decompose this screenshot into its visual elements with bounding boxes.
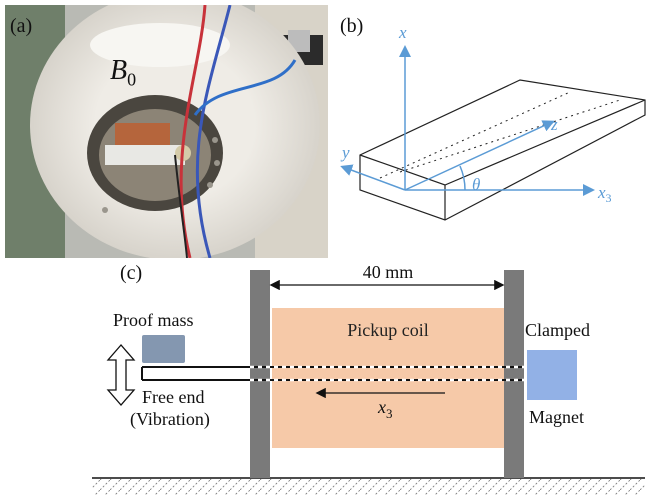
x3-direction-label: x3 [377, 397, 393, 421]
z-axis-label: z [550, 115, 558, 134]
panel-b-label: (b) [340, 15, 364, 37]
theta-label: θ [472, 175, 480, 194]
ground-hatch [92, 479, 645, 495]
proof-mass-label: Proof mass [113, 310, 194, 330]
clamped-label: Clamped [525, 320, 590, 340]
panel-c-label: (c) [120, 262, 143, 284]
y-axis-label: y [340, 143, 350, 162]
z-axis [404, 120, 555, 191]
coordinate-diagram: x y z θ x3 [340, 23, 646, 221]
free-end-label: Free end [142, 387, 204, 407]
theta-arc [459, 165, 466, 191]
vibration-label: (Vibration) [130, 409, 210, 430]
right-post [504, 270, 524, 478]
setup-diagram: Pickup coil 40 mm Proof mass Free end (V… [92, 262, 645, 495]
x-axis-label: x [398, 23, 407, 42]
y-axis [340, 164, 406, 191]
dimension-label: 40 mm [363, 262, 414, 282]
beam-box [359, 79, 646, 221]
vibration-arrow [106, 344, 136, 406]
field-subscript: 0 [127, 69, 137, 90]
x3-axis-label: x3 [597, 183, 612, 205]
apparatus-photo [5, 5, 328, 258]
proof-mass [142, 335, 185, 363]
magnet [527, 350, 577, 400]
pickup-coil [272, 308, 504, 448]
field-symbol: B [110, 55, 128, 86]
panel-a-label: (a) [10, 15, 33, 37]
hidden-edges [379, 91, 621, 179]
magnet-label: Magnet [529, 407, 584, 427]
field-label: B0 [110, 55, 136, 91]
left-post [250, 270, 270, 478]
pickup-coil-label: Pickup coil [347, 320, 429, 340]
